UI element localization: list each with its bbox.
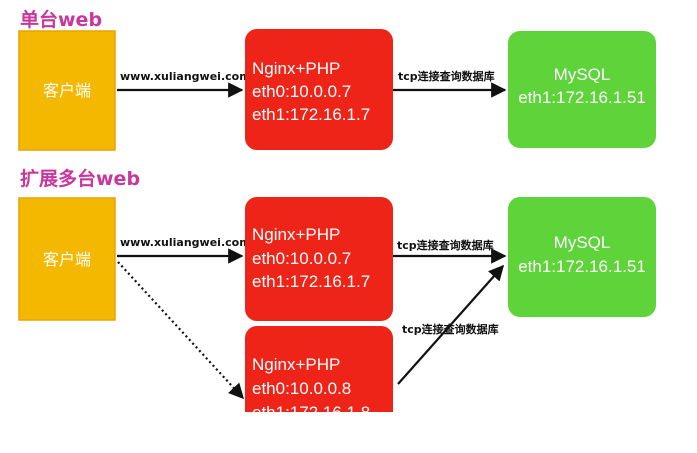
db-box-multi: MySQL eth1:172.16.1.51 xyxy=(508,197,656,317)
section-title-single: 单台web xyxy=(20,8,102,31)
client-box-single: 客户端 xyxy=(18,30,116,151)
web2-line-2: eth0:10.0.0.8 xyxy=(252,379,351,398)
web-server-box-multi-2: Nginx+PHP eth0:10.0.0.8 eth1:172.16.1.8 xyxy=(245,326,393,453)
edge-label-client-web-multi: www.xuliangwei.com xyxy=(120,236,251,249)
web-server-line-3: eth1:172.16.1.7 xyxy=(252,105,370,124)
arrow-client-to-web2-multi xyxy=(117,261,245,400)
web2-line-3: eth1:172.16.1.8 xyxy=(252,403,370,422)
edge-label-web2-db-multi: tcp连接查询数据库 xyxy=(402,322,499,336)
db-line-1: MySQL xyxy=(554,65,611,84)
web1-line-3: eth1:172.16.1.7 xyxy=(252,272,370,291)
web2-line-1: Nginx+PHP xyxy=(252,355,340,374)
web-server-line-2: eth0:10.0.0.7 xyxy=(252,82,351,101)
edge-label-client-web-single: www.xuliangwei.com xyxy=(120,70,251,83)
client-box-multi: 客户端 xyxy=(18,197,116,321)
db-multi-line-2: eth1:172.16.1.51 xyxy=(518,257,646,276)
web-server-line-1: Nginx+PHP xyxy=(252,59,340,78)
client-label-single: 客户端 xyxy=(43,81,91,100)
db-box-single: MySQL eth1:172.16.1.51 xyxy=(508,31,656,148)
web1-line-2: eth0:10.0.0.7 xyxy=(252,249,351,268)
web-server-box-multi-1: Nginx+PHP eth0:10.0.0.7 eth1:172.16.1.7 xyxy=(245,197,393,321)
db-line-2: eth1:172.16.1.51 xyxy=(518,88,646,107)
edge-label-web1-db-multi: tcp连接查询数据库 xyxy=(397,238,494,252)
db-multi-line-1: MySQL xyxy=(554,233,611,252)
section-title-multi: 扩展多台web xyxy=(20,167,140,190)
edge-label-web-db-single: tcp连接查询数据库 xyxy=(398,69,495,83)
arrow-web2-to-db-multi xyxy=(397,264,505,385)
client-label-multi: 客户端 xyxy=(43,250,91,269)
web-server-box-single: Nginx+PHP eth0:10.0.0.7 eth1:172.16.1.7 xyxy=(245,29,393,150)
web1-line-1: Nginx+PHP xyxy=(252,225,340,244)
